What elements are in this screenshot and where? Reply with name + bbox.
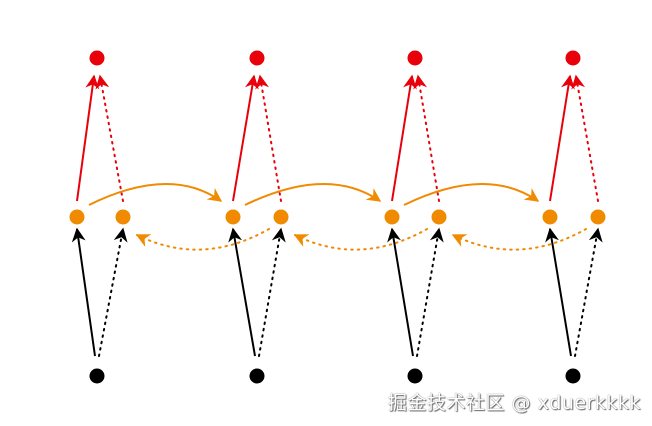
forward-to-output-arrow (232, 74, 259, 202)
input-to-forward-arrow (228, 227, 256, 357)
backward-hidden-node (115, 209, 131, 225)
backward-recurrent-arrow (451, 228, 587, 251)
backward-hidden-node (431, 209, 447, 225)
backward-hidden-node (273, 209, 289, 225)
forward-recurrent-arrow (88, 182, 223, 206)
backward-to-output-arrow (95, 74, 124, 202)
forward-hidden-node (542, 209, 558, 225)
forward-to-output-arrow (391, 74, 417, 202)
input-to-backward-arrow (98, 227, 128, 357)
backward-to-output-arrow (413, 74, 440, 202)
forward-recurrent-arrow (244, 182, 382, 206)
backward-to-output-arrow (255, 74, 282, 202)
input-node (249, 368, 265, 384)
input-node (89, 368, 105, 384)
forward-to-output-arrow (76, 74, 100, 202)
output-node (249, 50, 265, 66)
forward-hidden-node (225, 209, 241, 225)
forward-hidden-node (384, 209, 400, 225)
backward-hidden-node (590, 209, 606, 225)
input-to-forward-arrow (387, 227, 414, 357)
input-to-backward-arrow (416, 227, 444, 357)
output-node (407, 50, 423, 66)
input-to-forward-arrow (71, 227, 96, 357)
input-node (407, 368, 423, 384)
forward-hidden-node (69, 209, 85, 225)
forward-recurrent-arrow (403, 182, 540, 206)
forward-to-output-arrow (549, 74, 575, 202)
watermark: 掘金技术社区 @ xduerkkkk (388, 392, 641, 414)
output-node (89, 50, 105, 66)
backward-recurrent-arrow (293, 228, 428, 251)
input-to-backward-arrow (574, 227, 603, 357)
backward-to-output-arrow (571, 74, 599, 202)
input-to-backward-arrow (258, 227, 286, 357)
input-to-forward-arrow (545, 227, 572, 357)
backward-recurrent-arrow (135, 228, 270, 251)
output-node (565, 50, 581, 66)
input-node (565, 368, 581, 384)
